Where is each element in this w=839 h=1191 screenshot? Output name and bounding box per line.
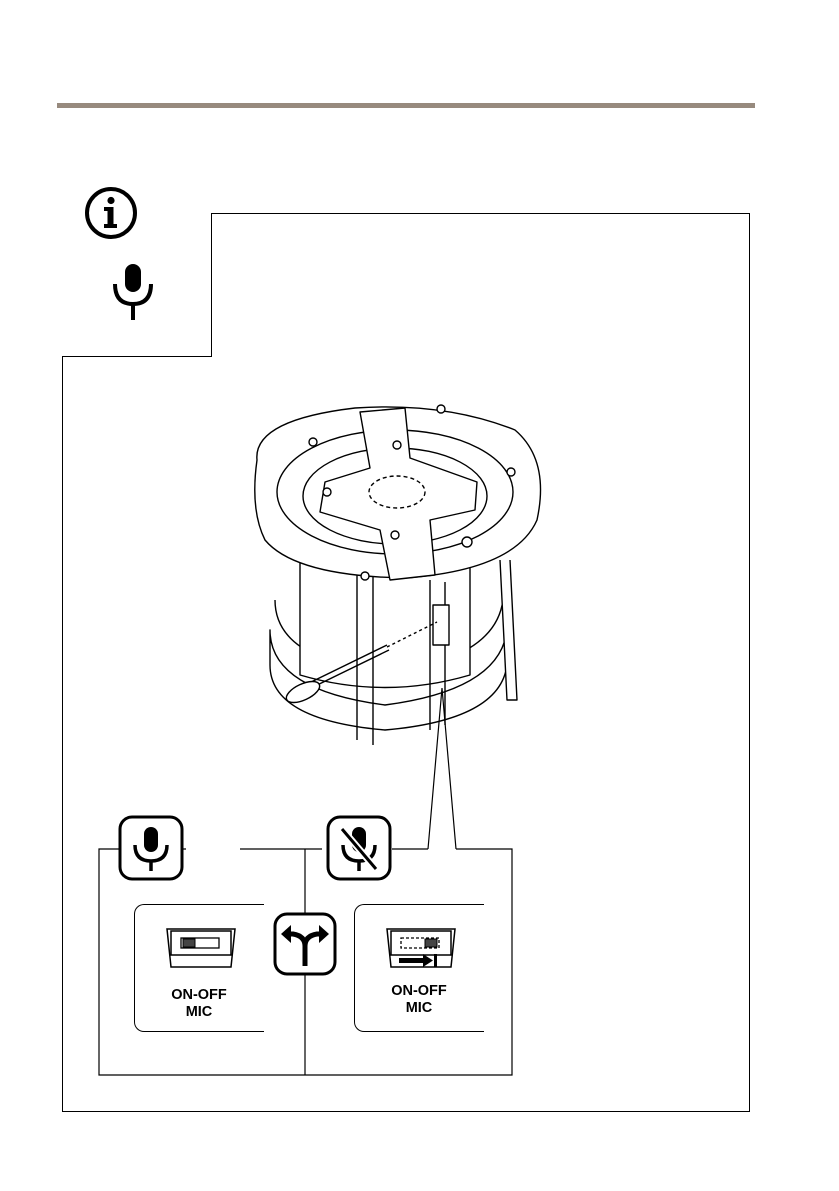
microphone-icon xyxy=(108,262,158,322)
split-arrow-icon xyxy=(273,912,337,976)
switch-label-on: ON-OFF MIC xyxy=(134,987,264,1021)
microphone-on-state-icon xyxy=(118,815,184,881)
header-rule xyxy=(57,103,755,108)
switch-label-off-line1: ON-OFF xyxy=(354,983,484,1000)
switch-label-on-line1: ON-OFF xyxy=(134,987,264,1004)
switch-off-graphic xyxy=(385,925,457,973)
switch-label-off-line2: MIC xyxy=(354,1000,484,1017)
switch-on-graphic xyxy=(165,925,237,973)
switch-label-on-line2: MIC xyxy=(134,1004,264,1021)
switch-label-off: ON-OFF MIC xyxy=(354,983,484,1017)
ceiling-mount-camera-drawing xyxy=(245,400,545,750)
info-icon xyxy=(84,186,138,240)
microphone-muted-icon xyxy=(326,815,392,881)
